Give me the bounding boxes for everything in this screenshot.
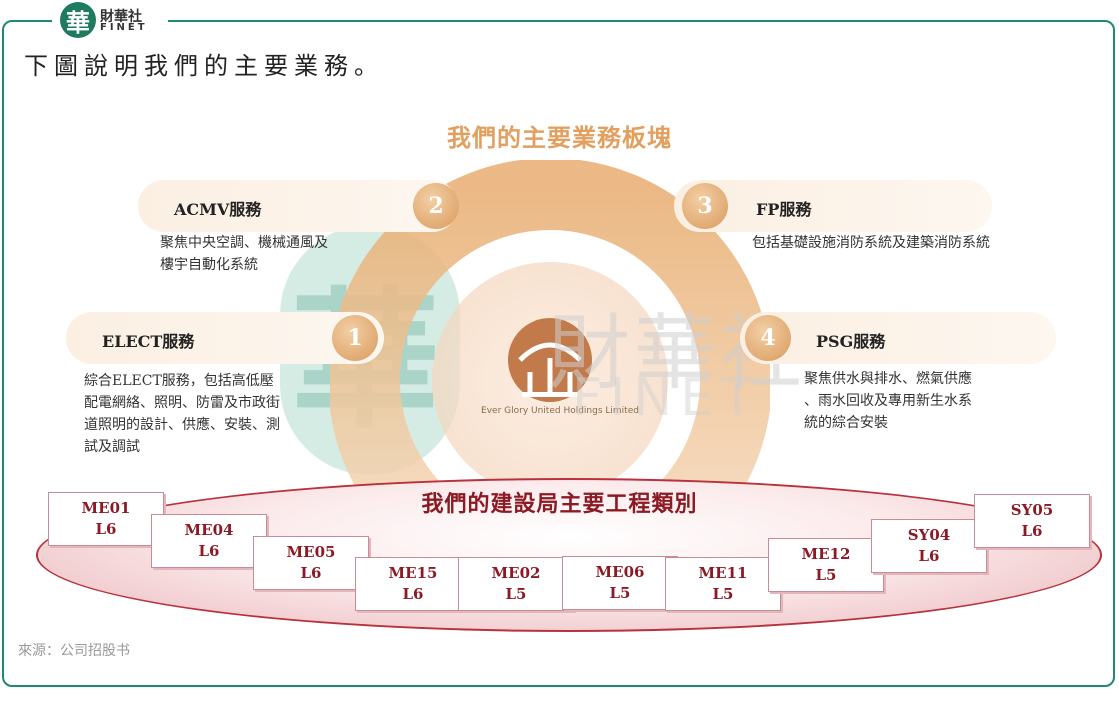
segment-label-psg: PSG服務 [816, 332, 886, 351]
segment-number-3: 3 [682, 183, 728, 229]
works-title: 我們的建設局主要工程類別 [421, 491, 698, 517]
pill-psg [740, 312, 1056, 364]
intro-text: 下圖說明我們的主要業務。 [24, 52, 384, 80]
pill-elect [66, 312, 384, 364]
segment-number-4: 4 [745, 315, 791, 361]
segment-label-fp: FP服務 [756, 200, 812, 219]
segment-desc-acmv: 聚焦中央空調、機械通風及樓宇自動化系統 [160, 235, 328, 273]
segment-desc-fp: 包括基礎設施消防系統及建築消防系統 [752, 235, 990, 251]
pill-acmv [138, 180, 458, 232]
segment-desc-psg: 聚焦供水與排水、燃氣供應、雨水回收及專用新生水系 統的綜合安裝 [804, 371, 972, 431]
logo-name-en: FINET [100, 22, 148, 33]
section-title: 我們的主要業務板塊 [447, 123, 672, 152]
segment-number-1: 1 [332, 315, 378, 361]
segment-number-2: 2 [413, 183, 459, 229]
segment-label-elect: ELECT服務 [102, 332, 195, 351]
watermark-en: FINET [572, 368, 761, 428]
finet-logo: 華 財華社 FINET [52, 0, 168, 44]
company-logo-text: Ever Glory United Holdings Limited [481, 406, 639, 416]
source-note: 來源：公司招股书 [18, 643, 130, 659]
segment-desc-elect: 綜合ELECT服務，包括高低壓配電網絡、照明、防雷及市政街 道照明的設計、供應、… [84, 373, 280, 455]
logo-name-cn: 財華社 [100, 9, 142, 25]
segment-label-acmv: ACMV服務 [174, 200, 262, 219]
finet-badge-icon: 華 [60, 2, 96, 38]
